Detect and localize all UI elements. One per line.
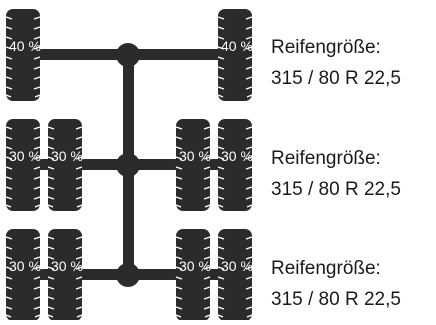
tire-icon bbox=[217, 8, 253, 102]
tire-icon bbox=[47, 118, 83, 212]
tire-size-value: 315 / 80 R 22,5 bbox=[271, 289, 401, 310]
tire-icon bbox=[175, 118, 211, 212]
tire-icon bbox=[217, 118, 253, 212]
axle-1-info: Reifengröße: 315 / 80 R 22,5 bbox=[271, 32, 436, 94]
hub-3 bbox=[116, 263, 140, 287]
tire-size-label: Reifengröße: bbox=[271, 148, 381, 169]
tire-icon bbox=[217, 228, 253, 322]
hub-2 bbox=[116, 153, 140, 177]
axle-2-info: Reifengröße: 315 / 80 R 22,5 bbox=[271, 143, 436, 205]
tire-icon bbox=[175, 228, 211, 322]
tire-icon bbox=[47, 228, 83, 322]
tire-size-label: Reifengröße: bbox=[271, 37, 381, 58]
tire-icon bbox=[5, 228, 41, 322]
axle-3-info: Reifengröße: 315 / 80 R 22,5 bbox=[271, 253, 436, 315]
tire-size-value: 315 / 80 R 22,5 bbox=[271, 68, 401, 89]
tire-icon bbox=[5, 118, 41, 212]
tire-size-label: Reifengröße: bbox=[271, 258, 381, 279]
hub-1 bbox=[116, 43, 140, 67]
tire-icon bbox=[5, 8, 41, 102]
tire-size-value: 315 / 80 R 22,5 bbox=[271, 179, 401, 200]
